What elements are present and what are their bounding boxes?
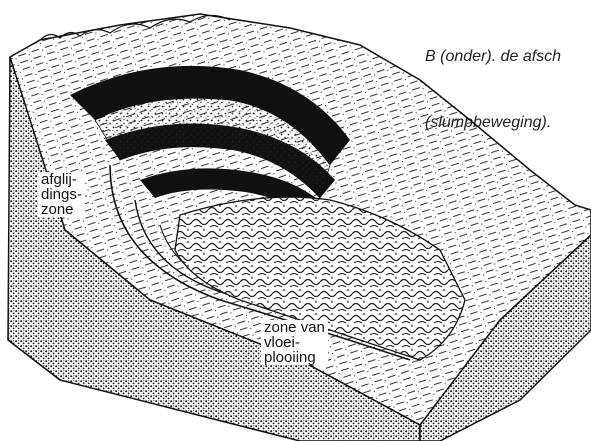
label-sliding-zone: afglij- dings- zone bbox=[38, 172, 85, 217]
label-flow-fold-zone: zone van vloei- plooiing bbox=[261, 320, 328, 365]
